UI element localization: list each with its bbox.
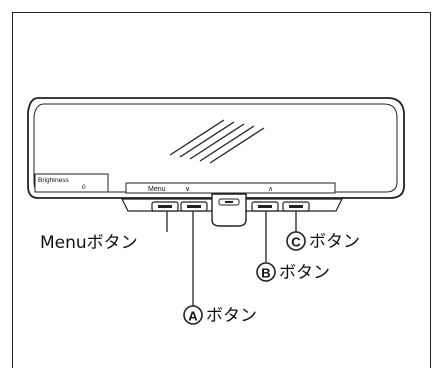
- brightness-value: 0: [82, 184, 86, 191]
- menu-bar-down-label: ∨: [185, 186, 190, 193]
- b-letter: B: [261, 266, 270, 281]
- a-button-callout: ボタン: [206, 306, 257, 326]
- center-mount-slot-2: [225, 201, 233, 203]
- b-button-callout: ボタン: [279, 263, 330, 283]
- brightness-label: Brightness: [38, 177, 69, 184]
- menu-label-bar: [125, 182, 336, 194]
- menu-bar-up-label: ∧: [268, 186, 273, 193]
- reflection-lines: [169, 119, 265, 164]
- a-letter: A: [188, 309, 198, 324]
- menu-bar-menu-label: Menu: [148, 186, 166, 193]
- c-letter-circle-icon: [286, 231, 306, 251]
- brightness-box: [34, 173, 109, 193]
- c-button-callout: ボタン: [309, 232, 360, 252]
- figure-frame: [12, 12, 431, 368]
- mirror-body-outer: [27, 97, 405, 199]
- menu-hw-button[interactable]: [151, 201, 179, 212]
- b-letter-circle-icon: [256, 262, 276, 282]
- a-hw-button[interactable]: [180, 201, 208, 212]
- c-hw-button[interactable]: [282, 201, 310, 212]
- c-letter: C: [291, 235, 301, 250]
- menu-button-callout: Menuボタン: [40, 233, 138, 253]
- a-letter-circle-icon: [183, 305, 203, 325]
- b-hw-button[interactable]: [251, 201, 279, 212]
- mirror-glass: [33, 103, 398, 193]
- leader-lines: [166, 211, 297, 306]
